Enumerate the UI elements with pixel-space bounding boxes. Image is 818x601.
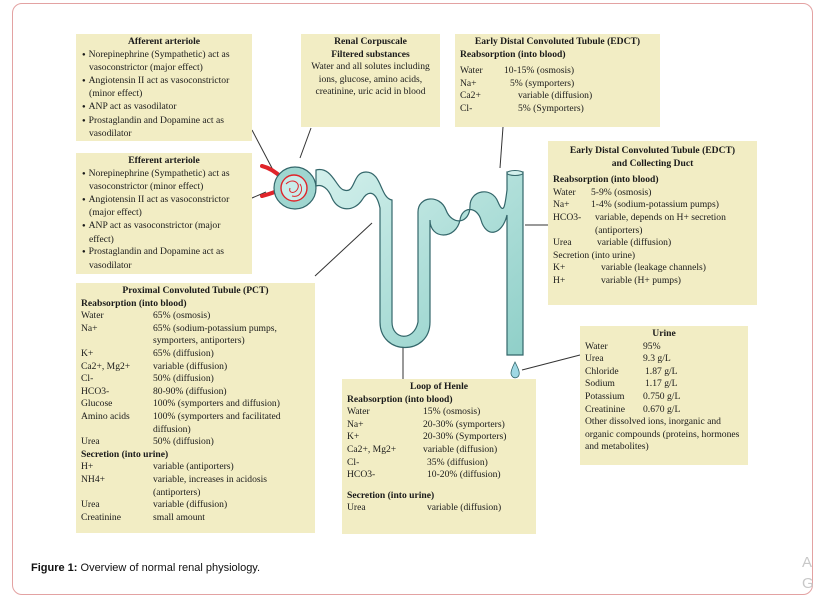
leader-edct	[499, 126, 504, 169]
pct-row: H+variable (antiporters)	[81, 461, 234, 473]
loop-reab-heading: Reabsorption (into blood)	[347, 393, 453, 405]
edct-row: Cl-5% (Symporters)	[460, 102, 584, 114]
tubule-outline	[315, 169, 524, 356]
leader-urine	[521, 354, 581, 371]
pct-row: NH4+variable, increases in acidosis (ant…	[81, 473, 268, 498]
edct2-row: Na+1-4% (sodium-potassium pumps)	[553, 199, 719, 211]
loop-row: Na+20-30% (symporters)	[347, 418, 505, 430]
urine-droplet	[510, 361, 520, 379]
corpuscle-subtitle: Filtered substances	[331, 48, 410, 60]
urine-title: Urine	[652, 328, 676, 339]
edge-line: G	[802, 575, 814, 592]
edct2-sec-heading: Secretion (into urine)	[553, 249, 636, 261]
renal-tubule	[315, 169, 524, 379]
renal-corpuscle-box: Renal Corpuscale Filtered substances Wat…	[301, 34, 440, 127]
loop-sec-heading: Secretion (into urine)	[347, 489, 435, 501]
efferent-item: Prostaglandin and Dopamine act as vasodi…	[81, 246, 247, 272]
pct-row: K+65% (diffusion)	[81, 347, 214, 359]
edct2-row: H+variable (H+ pumps)	[553, 274, 682, 286]
edct2-row: HCO3-variable, depends on H+ secretion (…	[553, 211, 726, 236]
glomerulus-capillary	[285, 180, 303, 197]
pct-title: Proximal Convoluted Tubule (PCT)	[122, 285, 269, 296]
leader-corpuscle	[299, 127, 312, 159]
edct2-title: Early Distal Convoluted Tubule (EDCT) an…	[569, 145, 736, 169]
leader-afferent	[251, 129, 274, 171]
leader-efferent	[251, 191, 267, 199]
efferent-item: ANP act as vasoconstrictor (major effect…	[81, 220, 247, 246]
afferent-item: Norepinephrine (Sympathetic) act as vaso…	[81, 49, 247, 75]
pct-box: Proximal Convoluted Tubule (PCT) Reabsor…	[76, 283, 315, 533]
efferent-item: Norepinephrine (Sympathetic) act as vaso…	[81, 168, 247, 194]
loop-row: Ca2+, Mg2+variable (diffusion)	[347, 443, 498, 455]
corpuscle-text: Water and all solutes including ions, gl…	[311, 61, 430, 98]
pct-row: HCO3-80-90% (diffusion)	[81, 385, 227, 397]
caption-label: Figure 1:	[31, 562, 78, 574]
leader-pct	[314, 222, 373, 277]
edct-subtitle: Reabsorption (into blood)	[460, 48, 566, 60]
edct-collecting-duct-box: Early Distal Convoluted Tubule (EDCT) an…	[548, 141, 757, 305]
loop-row: Cl-35% (diffusion)	[347, 456, 488, 468]
figure-caption: Figure 1: Overview of normal renal physi…	[31, 562, 260, 574]
edge-line: A	[802, 554, 813, 571]
afferent-title: Afferent arteriole	[128, 36, 200, 47]
efferent-arteriole-box: Efferent arteriole Norepinephrine (Sympa…	[76, 153, 252, 274]
urine-note: Other dissolved ions, inorganic and orga…	[585, 416, 740, 453]
collecting-duct-top	[506, 170, 524, 176]
renal-corpuscle	[260, 164, 317, 210]
efferent-title: Efferent arteriole	[128, 155, 200, 166]
edct-row: Ca2+variable (diffusion)	[460, 90, 593, 102]
glomerulus	[280, 174, 308, 202]
edct2-reab-heading: Reabsorption (into blood)	[553, 174, 659, 186]
edct2-row: K+variable (leakage channels)	[553, 262, 706, 274]
loop-title: Loop of Henle	[409, 381, 469, 392]
afferent-item: Angiotensin II act as vasoconstrictor (m…	[81, 75, 247, 101]
afferent-item: Prostaglandin and Dopamine act as vasodi…	[81, 115, 247, 141]
pct-sec-heading: Secretion (into urine)	[81, 448, 169, 460]
pct-row: Na+65% (sodium-potassium pumps, symporte…	[81, 322, 277, 347]
pct-row: Ca2+, Mg2+variable (diffusion)	[81, 360, 228, 372]
efferent-item: Angiotensin II act as vasoconstrictor (m…	[81, 194, 247, 220]
edct-row: Na+5% (symporters)	[460, 77, 575, 89]
edct-box: Early Distal Convoluted Tubule (EDCT) Re…	[455, 34, 660, 127]
pct-reab-heading: Reabsorption (into blood)	[81, 297, 187, 309]
corpuscle-title: Renal Corpuscale	[334, 36, 407, 47]
afferent-arteriole-box: Afferent arteriole Norepinephrine (Sympa…	[76, 34, 252, 141]
loop-of-henle-box: Loop of Henle Reabsorption (into blood) …	[342, 379, 536, 534]
caption-text: Overview of normal renal physiology.	[77, 562, 261, 574]
edct-title: Early Distal Convoluted Tubule (EDCT)	[474, 36, 641, 47]
loop-row: K+20-30% (Symporters)	[347, 431, 507, 443]
loop-row: HCO3-10-20% (diffusion)	[347, 469, 501, 481]
pct-row: Cl-50% (diffusion)	[81, 373, 214, 385]
afferent-item: ANP act as vasodilator	[81, 101, 247, 115]
